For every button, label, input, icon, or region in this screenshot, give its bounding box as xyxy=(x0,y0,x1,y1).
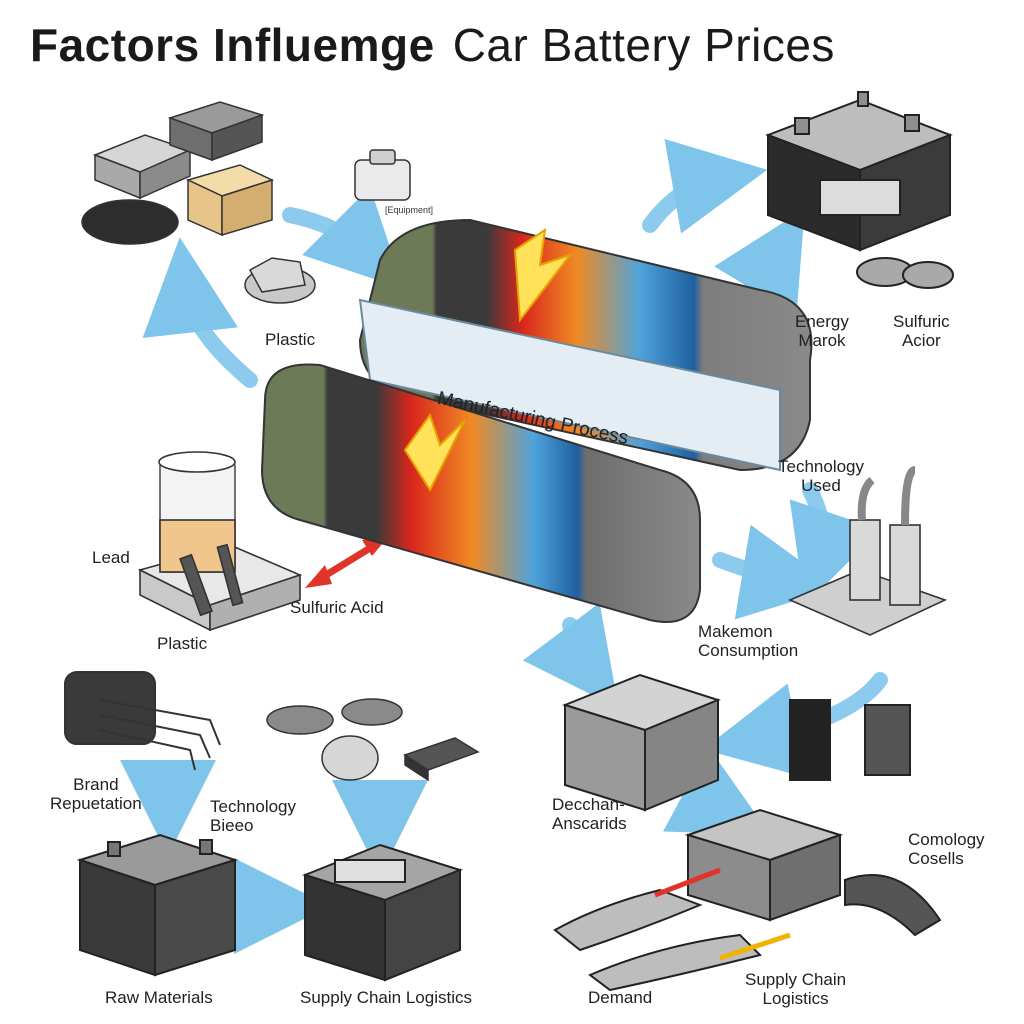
flow-arrow xyxy=(642,139,768,234)
flow-arrow xyxy=(789,482,881,606)
label-lead: Lead xyxy=(92,548,130,567)
battery-gray xyxy=(562,673,721,812)
flow-arrow xyxy=(702,672,888,778)
manufacturing-band-front xyxy=(260,227,701,623)
manufacturing-band-back xyxy=(358,218,813,472)
red-double-arrow xyxy=(305,537,388,588)
label-decchan-anscarids: Decchan- Anscarids xyxy=(552,795,627,833)
battery-top-right xyxy=(765,91,954,289)
flow-arrow xyxy=(142,237,258,388)
label-demand: Demand xyxy=(588,988,653,1007)
wiring-harness xyxy=(64,671,221,771)
equipment-caption: [Equipment] xyxy=(385,205,434,215)
label-comology-cosells: Comology Cosells xyxy=(908,830,985,868)
lead-beaker xyxy=(137,451,303,632)
flow-arrow xyxy=(712,524,838,620)
flow-arrow xyxy=(282,187,404,289)
machinery-cluster xyxy=(553,699,942,992)
label-sulfuric-acid: Sulfuric Acid xyxy=(290,598,384,617)
flow-arrow xyxy=(522,602,619,709)
label-energy-market: Energy Marok xyxy=(795,312,849,350)
label-plastic-mid: Plastic xyxy=(157,634,208,653)
title-regular: Car Battery Prices xyxy=(452,19,835,71)
label-supply-chain-logistics-left: Supply Chain Logistics xyxy=(300,988,472,1007)
battery-raw-materials xyxy=(76,833,239,977)
label-technology-bieeo: Technology Bieeo xyxy=(210,797,297,835)
equipment-icon xyxy=(354,149,411,201)
flow-arrow xyxy=(662,746,771,835)
title-bold: Factors Influemge xyxy=(30,19,435,71)
raw-material-blocks xyxy=(81,101,316,304)
label-supply-chain-logistics-right: Supply Chain Logistics xyxy=(745,970,847,1008)
stones xyxy=(266,698,480,782)
label-plastic-top: Plastic xyxy=(265,330,316,349)
battery-supply-chain xyxy=(302,843,463,982)
label-sulfuric-acior: Sulfuric Acior xyxy=(893,312,950,350)
label-makemon-consumption: Makemon Consumption xyxy=(698,622,799,660)
label-raw-materials: Raw Materials xyxy=(105,988,213,1007)
label-brand-reputation: Brand Repuetation xyxy=(50,775,142,813)
technology-machine xyxy=(787,466,948,636)
page-title: Factors Influemge Car Battery Prices xyxy=(30,18,835,72)
label-technology-used: Technology Used xyxy=(778,457,865,495)
flow-arrows xyxy=(120,139,888,954)
